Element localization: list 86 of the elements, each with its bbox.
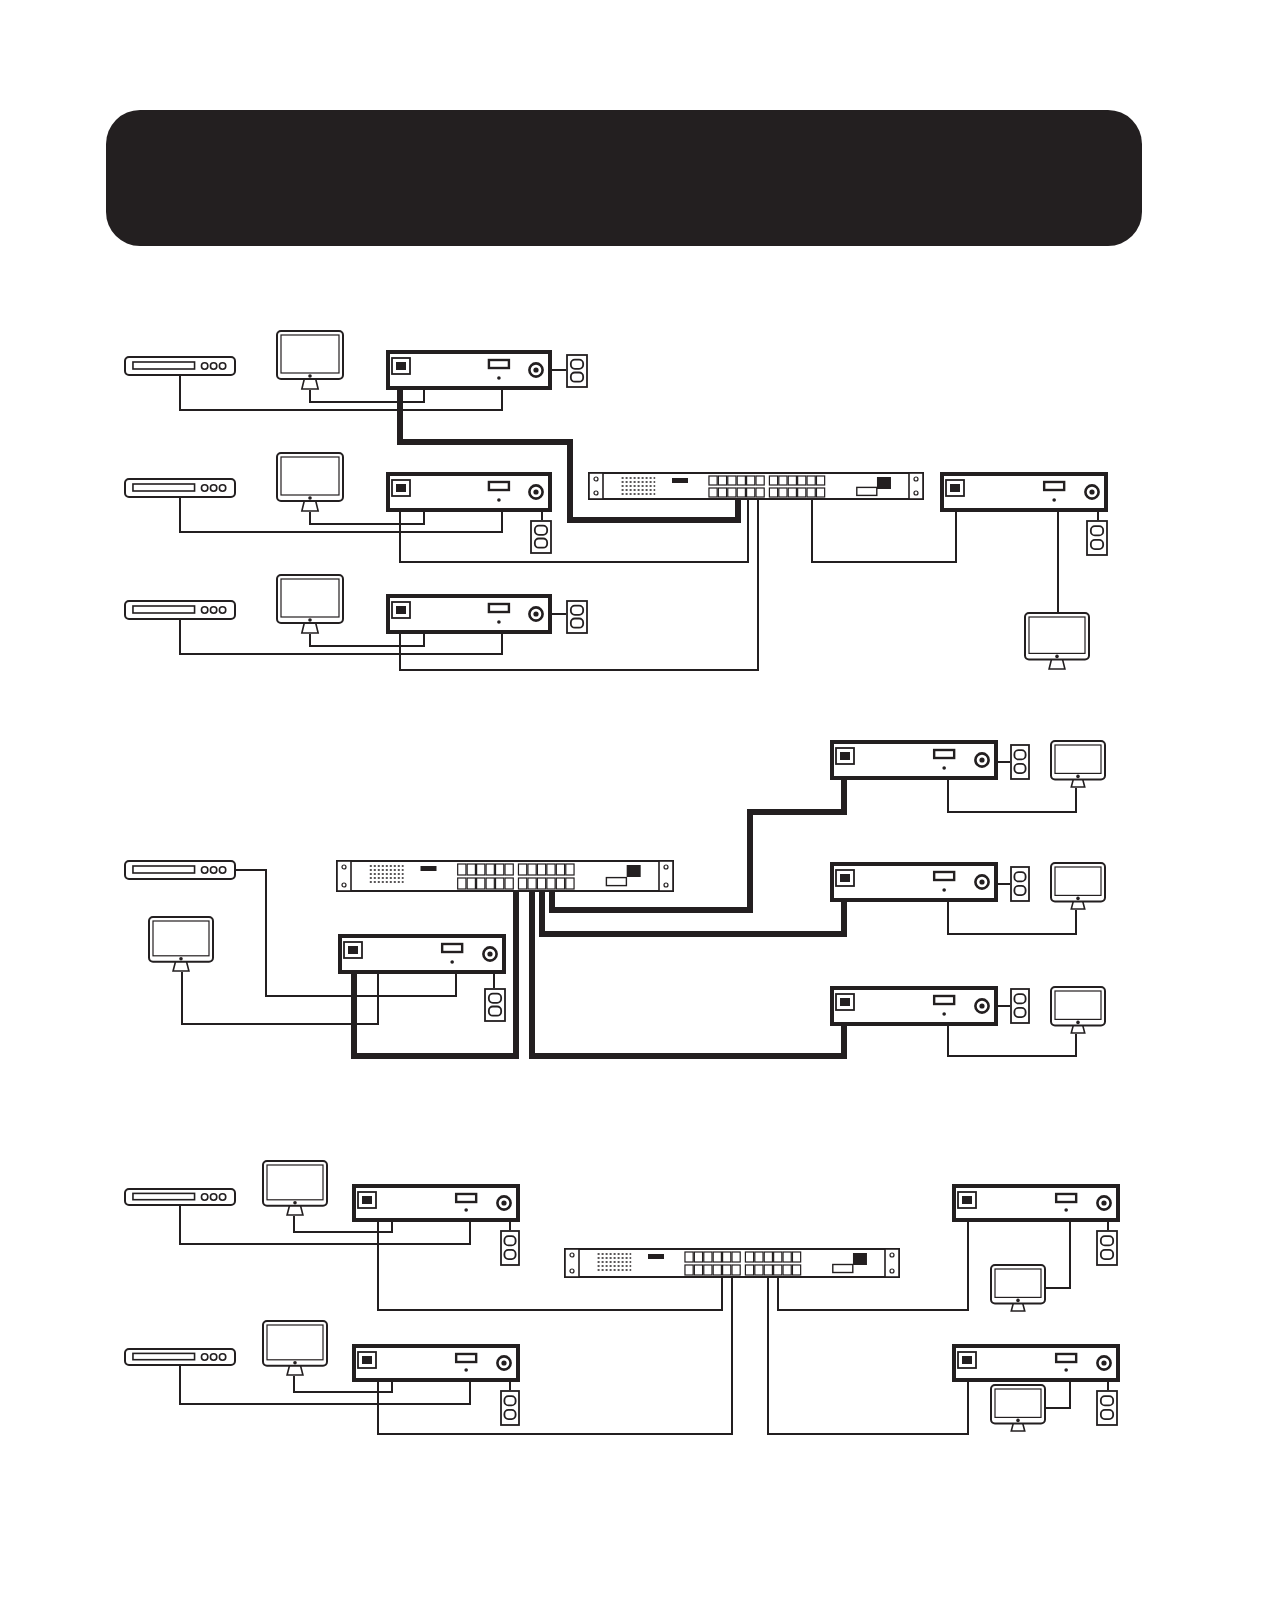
disc-player-drawing	[124, 356, 236, 376]
monitor-drawing	[1050, 986, 1106, 1034]
cable	[1045, 1221, 1071, 1289]
cable	[309, 633, 425, 647]
cable	[377, 1277, 733, 1435]
cable	[509, 1381, 511, 1391]
cable	[235, 869, 457, 997]
cable	[179, 497, 503, 533]
cable	[399, 499, 759, 671]
disc-player-drawing	[124, 600, 236, 620]
disc-player-drawing	[124, 1188, 236, 1206]
wall-outlet-drawing	[1010, 744, 1030, 780]
cable	[397, 390, 741, 523]
wall-outlet-drawing	[500, 1230, 520, 1266]
cable	[529, 892, 847, 1059]
cable	[539, 892, 847, 937]
cable	[351, 892, 519, 1059]
cable	[549, 780, 847, 913]
monitor-drawing	[1024, 612, 1090, 670]
monitor-drawing	[1050, 862, 1106, 910]
monitor-drawing	[262, 1320, 328, 1376]
monitor-drawing	[276, 452, 344, 512]
cable	[179, 619, 503, 655]
cable	[997, 1005, 1011, 1007]
wall-outlet-drawing	[530, 520, 552, 554]
cable	[1057, 511, 1059, 613]
extender-unit-drawing	[830, 740, 998, 780]
monitor-drawing	[276, 330, 344, 390]
extender-unit-drawing	[830, 986, 998, 1026]
wall-outlet-drawing	[1010, 866, 1030, 902]
extender-unit-drawing	[386, 594, 552, 634]
network-switch-drawing	[336, 860, 674, 892]
cable	[1107, 1221, 1109, 1231]
monitor-drawing	[1050, 740, 1106, 788]
wall-outlet-drawing	[566, 600, 588, 634]
cable	[767, 1277, 969, 1435]
cable	[997, 883, 1011, 885]
cable	[509, 1221, 511, 1231]
cable	[1045, 1381, 1071, 1409]
cable	[399, 499, 749, 563]
cable	[493, 973, 495, 989]
monitor-drawing	[990, 1264, 1046, 1312]
extender-unit-drawing	[386, 472, 552, 512]
cable	[947, 1025, 1077, 1057]
wall-outlet-drawing	[1086, 520, 1108, 556]
extender-unit-drawing	[952, 1344, 1120, 1382]
network-switch-drawing	[564, 1248, 900, 1278]
monitor-drawing	[262, 1160, 328, 1216]
wall-outlet-drawing	[1096, 1230, 1118, 1266]
cable	[309, 511, 425, 525]
monitor-drawing	[276, 574, 344, 634]
monitor-drawing	[148, 916, 214, 972]
cable	[179, 1365, 471, 1405]
cable	[997, 761, 1011, 763]
wall-outlet-drawing	[566, 354, 588, 388]
cable	[777, 1221, 969, 1311]
cable	[293, 1375, 393, 1393]
wall-outlet-drawing	[484, 988, 506, 1022]
cable	[1107, 1381, 1109, 1391]
extender-unit-drawing	[352, 1344, 520, 1382]
cable	[551, 613, 567, 615]
monitor-drawing	[990, 1384, 1046, 1432]
cable	[541, 511, 543, 521]
disc-player-drawing	[124, 478, 236, 498]
disc-player-drawing	[124, 860, 236, 880]
cable	[293, 1215, 393, 1233]
cable	[309, 389, 425, 403]
extender-unit-drawing	[352, 1184, 520, 1222]
cable	[947, 901, 1077, 935]
wall-outlet-drawing	[1096, 1390, 1118, 1426]
cable	[947, 779, 1077, 813]
network-switch-drawing	[588, 472, 924, 500]
extender-unit-drawing	[386, 350, 552, 390]
disc-player-drawing	[124, 1348, 236, 1366]
extender-unit-drawing	[952, 1184, 1120, 1222]
cable	[551, 369, 567, 371]
cable	[377, 1221, 723, 1311]
extender-unit-drawing	[338, 934, 506, 974]
extender-unit-drawing	[940, 472, 1108, 512]
cable	[179, 1205, 471, 1245]
cable	[811, 499, 957, 563]
wall-outlet-drawing	[500, 1390, 520, 1426]
wall-outlet-drawing	[1010, 988, 1030, 1024]
cable	[1097, 511, 1099, 521]
extender-unit-drawing	[830, 862, 998, 902]
cable	[179, 375, 503, 411]
